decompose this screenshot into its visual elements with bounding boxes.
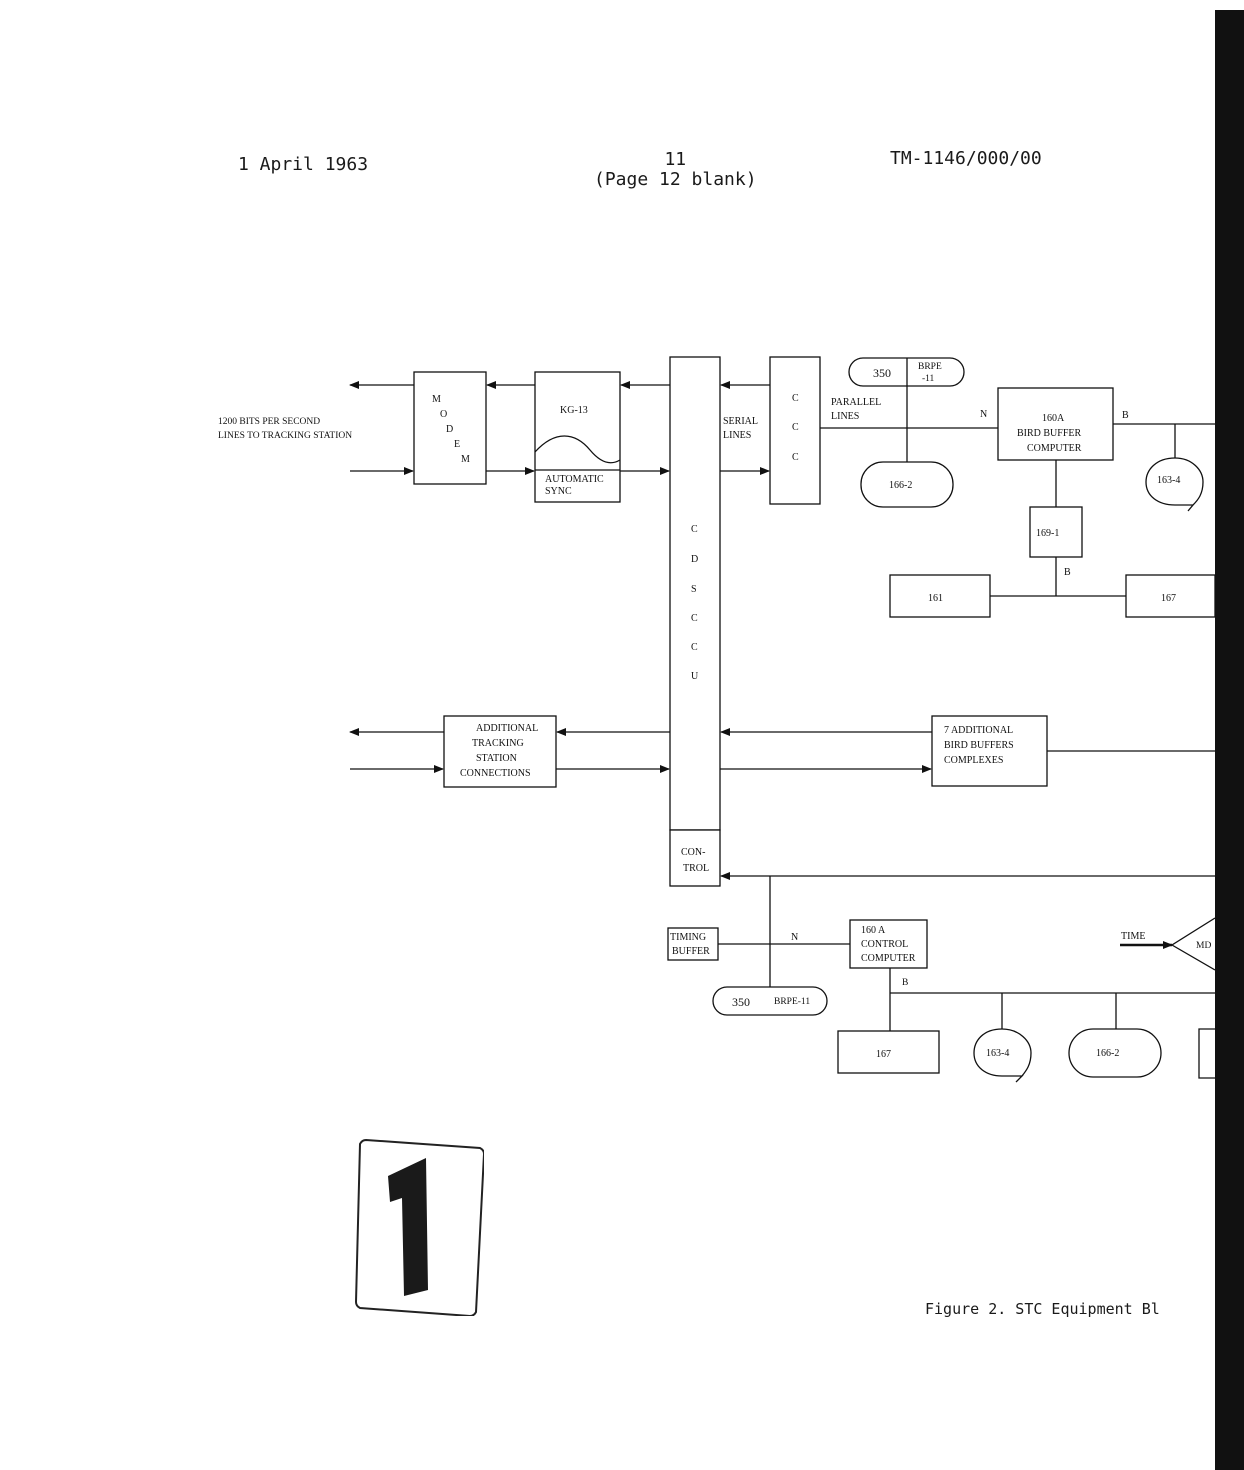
- ccc-box: [769, 356, 821, 505]
- brpe-bottom-num: 350: [732, 995, 750, 1009]
- ccc-letter-1: C: [792, 393, 799, 404]
- cdsccu-letter-3: S: [691, 584, 697, 595]
- partial-box-right: [1198, 1028, 1215, 1079]
- n-label-bottom: N: [791, 932, 798, 943]
- box-161: [889, 574, 991, 618]
- modem-box: [413, 371, 487, 485]
- kg13-wave: [534, 435, 621, 464]
- page-note: (Page 12 blank): [594, 169, 757, 190]
- page-number: 11: [664, 149, 687, 170]
- stamp-1: 1: [354, 1138, 484, 1316]
- drum-166-bottom: [1068, 1028, 1162, 1078]
- control-computer-3: COMPUTER: [861, 953, 916, 964]
- drum-166-top-label: 166-2: [889, 480, 912, 491]
- stamp-numeral-1: [388, 1158, 428, 1296]
- modem-letter-o: O: [440, 409, 447, 420]
- parallel-lines-1: PARALLEL: [831, 397, 881, 408]
- drum-166-bottom-label: 166-2: [1096, 1048, 1119, 1059]
- addl-tracking-3: STATION: [476, 753, 517, 764]
- control-computer-1: 160 A: [861, 925, 886, 936]
- brpe-top-num: 350: [873, 366, 891, 380]
- kg13-label: KG-13: [560, 405, 588, 416]
- box-161-label: 161: [928, 593, 943, 604]
- addl-tracking-box: [443, 715, 557, 788]
- header-doc-id: TM-1146/000/00: [890, 148, 1042, 169]
- brpe-bottom-label: BRPE-11: [774, 997, 810, 1007]
- serial-lines-2: LINES: [723, 430, 751, 441]
- block-diagram: 1200 BITS PER SECOND LINES TO TRACKING S…: [218, 356, 1215, 1083]
- addl-bird-2: BIRD BUFFERS: [944, 740, 1014, 751]
- addl-bird-box: [931, 715, 1048, 787]
- kg13-box: [534, 371, 621, 503]
- tape-163-bottom: [973, 1028, 1032, 1083]
- bird-buffer-3: COMPUTER: [1027, 443, 1082, 454]
- brpe-top-label-2: -11: [922, 374, 935, 384]
- modem-letter-d: D: [446, 424, 453, 435]
- b-label-bottom: B: [902, 978, 908, 988]
- box-167-top: [1125, 574, 1215, 618]
- brpe-top-label-1: BRPE: [918, 362, 942, 372]
- ccc-letter-3: C: [792, 452, 799, 463]
- addl-tracking-2: TRACKING: [472, 738, 524, 749]
- figure-caption: Figure 2. STC Equipment Bl: [925, 1300, 1160, 1318]
- box-169-1: [1029, 506, 1083, 558]
- addl-tracking-1: ADDITIONAL: [476, 723, 538, 734]
- control-1: CON-: [681, 847, 705, 858]
- modem-letter-e: E: [454, 439, 460, 450]
- header-page: 11 (Page 12 blank): [594, 150, 757, 190]
- drum-166-top: [860, 461, 954, 508]
- addl-bird-3: COMPLEXES: [944, 755, 1003, 766]
- box-167-bottom: [837, 1030, 940, 1074]
- brpe-bottom-pill: [712, 986, 828, 1016]
- time-label: TIME: [1121, 931, 1145, 942]
- control-computer-2: CONTROL: [861, 939, 908, 950]
- bird-buffer-2: BIRD BUFFER: [1017, 428, 1082, 439]
- bird-buffer-1: 160A: [1042, 413, 1065, 424]
- scan-edge-bar: [1215, 10, 1244, 1470]
- b-label-169: B: [1064, 567, 1071, 578]
- box-169-1-label: 169-1: [1036, 528, 1059, 539]
- box-167-top-label: 167: [1161, 593, 1176, 604]
- mdc-label: MD: [1196, 941, 1211, 951]
- b-label-top: B: [1122, 410, 1129, 421]
- auto-sync-2: SYNC: [545, 486, 572, 497]
- header-date: 1 April 1963: [238, 154, 369, 175]
- control-computer-box: [849, 919, 928, 969]
- control-box: [669, 829, 721, 887]
- bird-buffer-box: [997, 387, 1114, 461]
- auto-sync-1: AUTOMATIC: [545, 474, 604, 485]
- ccc-letter-2: C: [792, 422, 799, 433]
- n-label-top: N: [980, 409, 987, 420]
- timing-buffer-box: [667, 927, 719, 961]
- line-label-1: 1200 BITS PER SECOND: [218, 417, 320, 427]
- cdsccu-letter-1: C: [691, 524, 698, 535]
- control-2: TROL: [683, 863, 709, 874]
- modem-letter-m2: M: [461, 454, 470, 465]
- cdsccu-letter-4: C: [691, 613, 698, 624]
- cdsccu-letter-6: U: [691, 671, 699, 682]
- tape-163-top-label: 163-4: [1157, 475, 1180, 486]
- addl-bird-1: 7 ADDITIONAL: [944, 725, 1013, 736]
- timing-buffer-1: TIMING: [670, 932, 706, 943]
- cdsccu-letter-2: D: [691, 554, 698, 565]
- addl-tracking-4: CONNECTIONS: [460, 768, 531, 779]
- line-label-2: LINES TO TRACKING STATION: [218, 431, 352, 441]
- serial-lines-1: SERIAL: [723, 416, 758, 427]
- cdsccu-letter-5: C: [691, 642, 698, 653]
- mdc-shape: [1170, 917, 1215, 971]
- tape-163-bottom-label: 163-4: [986, 1048, 1009, 1059]
- parallel-lines-2: LINES: [831, 411, 859, 422]
- box-167-bottom-label: 167: [876, 1049, 891, 1060]
- timing-buffer-2: BUFFER: [672, 946, 710, 957]
- cdsccu-box: [669, 356, 721, 831]
- tape-163-top: [1145, 457, 1204, 512]
- modem-letter-m: M: [432, 394, 441, 405]
